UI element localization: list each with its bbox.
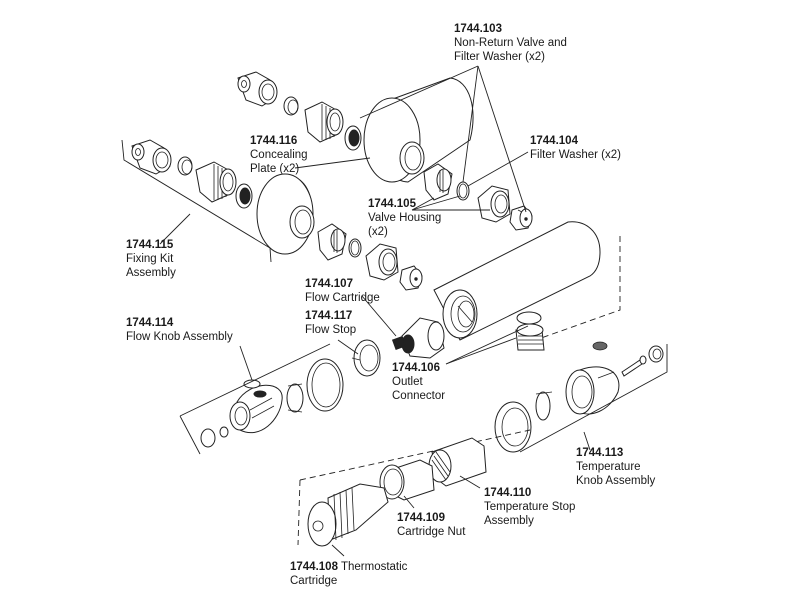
callout-1744-104: 1744.104 Filter Washer (x2): [530, 134, 621, 162]
lower-non-return-valve: [399, 265, 423, 291]
lower-olive-ring: [177, 156, 193, 176]
upper-fixing-kit: [237, 71, 533, 231]
temp-knob: [565, 366, 620, 415]
part-code: 1744.108: [290, 561, 338, 573]
callout-1744-117: 1744.117 Flow Stop: [305, 309, 356, 337]
part-code: 1744.109: [397, 512, 445, 524]
part-code: 1744.117: [305, 310, 353, 322]
part-code: 1744.107: [305, 278, 353, 290]
callout-1744-107: 1744.107 Flow Cartridge: [305, 277, 380, 305]
temp-clip: [535, 391, 553, 421]
part-code: 1744.105: [368, 198, 416, 210]
lower-seal-washer: [235, 183, 253, 209]
part-name: Knob Assembly: [576, 475, 656, 487]
callout-1744-103: 1744.103 Non-Return Valve and Filter Was…: [454, 22, 567, 64]
part-name: Outlet: [392, 376, 423, 388]
part-name: Fixing Kit: [126, 253, 174, 265]
thermostatic-group: [297, 429, 531, 547]
part-code: 1744.103: [454, 23, 502, 35]
flow-shroud: [306, 358, 344, 412]
part-name: Connector: [392, 390, 446, 402]
part-name: Temperature: [576, 461, 641, 473]
part-name: Flow Stop: [305, 324, 357, 336]
upper-valve-housing: [423, 163, 453, 201]
lower-threaded-adapter: [195, 161, 237, 203]
cartridge-nut: [379, 459, 435, 501]
part-code: 1744.110: [484, 487, 532, 499]
flow-clip: [286, 383, 304, 413]
part-name: Non-Return Valve and: [454, 37, 567, 49]
lower-concealing-plate: [256, 173, 315, 255]
callout-1744-113: 1744.113 Temperature Knob Assembly: [576, 446, 655, 488]
flow-stop-ring: [351, 339, 381, 377]
lower-elbow-fitting: [131, 139, 172, 175]
part-name: Filter Washer (x2): [454, 51, 545, 63]
upper-concealing-plate: [363, 77, 474, 183]
part-name: Cartridge Nut: [397, 526, 466, 538]
lower-filter-washer: [348, 238, 362, 258]
temp-stop-assembly: [428, 437, 487, 487]
part-name: Concealing: [250, 149, 308, 161]
callout-1744-114: 1744.114 Flow Knob Assembly: [126, 316, 233, 344]
part-name-inline: Thermostatic: [340, 561, 408, 573]
temp-end-cap: [648, 345, 664, 363]
callout-1744-116: 1744.116 Concealing Plate (x2): [250, 134, 308, 176]
part-name: Filter Washer (x2): [530, 149, 621, 161]
flow-cartridge: [391, 317, 445, 359]
lower-valve-housing: [317, 223, 347, 261]
part-code: 1744.116: [250, 135, 298, 147]
temp-shroud: [494, 401, 532, 453]
part-name: Temperature Stop: [484, 501, 576, 513]
upper-seal-washer: [344, 125, 362, 151]
upper-threaded-adapter: [304, 101, 344, 143]
upper-olive-ring: [283, 96, 299, 116]
callout-1744-108: 1744.108 Thermostatic Cartridge: [290, 560, 407, 588]
flow-screw-and-cap: [200, 426, 229, 448]
part-name: Assembly: [126, 267, 176, 279]
flow-knob-bracket: [179, 343, 331, 455]
part-code: 1744.106: [392, 362, 440, 374]
callout-1744-110: 1744.110 Temperature Stop Assembly: [484, 486, 575, 528]
part-name: (x2): [368, 226, 388, 238]
lower-fixing-kit: [131, 139, 423, 291]
outlet-connector: [515, 311, 545, 351]
part-name: Flow Knob Assembly: [126, 331, 233, 343]
lower-hex-nut: [365, 243, 399, 281]
callout-1744-106: 1744.106 Outlet Connector: [392, 361, 445, 403]
part-code: 1744.115: [126, 239, 174, 251]
flow-knob-assembly: [179, 339, 381, 455]
part-code: 1744.113: [576, 447, 624, 459]
upper-non-return-valve: [509, 205, 533, 231]
leader-lines: [239, 65, 591, 557]
fixing-kit-bracket: [121, 139, 272, 263]
flow-knob: [229, 384, 283, 434]
upper-filter-washer: [456, 181, 470, 201]
temperature-knob-assembly: [494, 341, 668, 453]
callout-1744-109: 1744.109 Cartridge Nut: [397, 511, 465, 539]
upper-elbow-fitting: [237, 71, 278, 107]
part-name: Cartridge: [290, 575, 338, 587]
temp-screw: [621, 355, 647, 377]
valve-body: [433, 221, 621, 343]
part-code: 1744.114: [126, 317, 174, 329]
part-code: 1744.104: [530, 135, 578, 147]
part-name: Valve Housing: [368, 212, 442, 224]
temp-knob-bracket: [519, 344, 668, 453]
callout-1744-115: 1744.115 Fixing Kit Assembly: [126, 238, 176, 280]
callout-1744-105: 1744.105 Valve Housing (x2): [368, 197, 441, 239]
temp-cap: [592, 341, 608, 351]
part-name: Plate (x2): [250, 163, 300, 175]
part-name: Assembly: [484, 515, 534, 527]
thermostatic-cartridge: [307, 483, 389, 547]
part-name: Flow Cartridge: [305, 292, 380, 304]
upper-hex-nut: [477, 185, 511, 223]
